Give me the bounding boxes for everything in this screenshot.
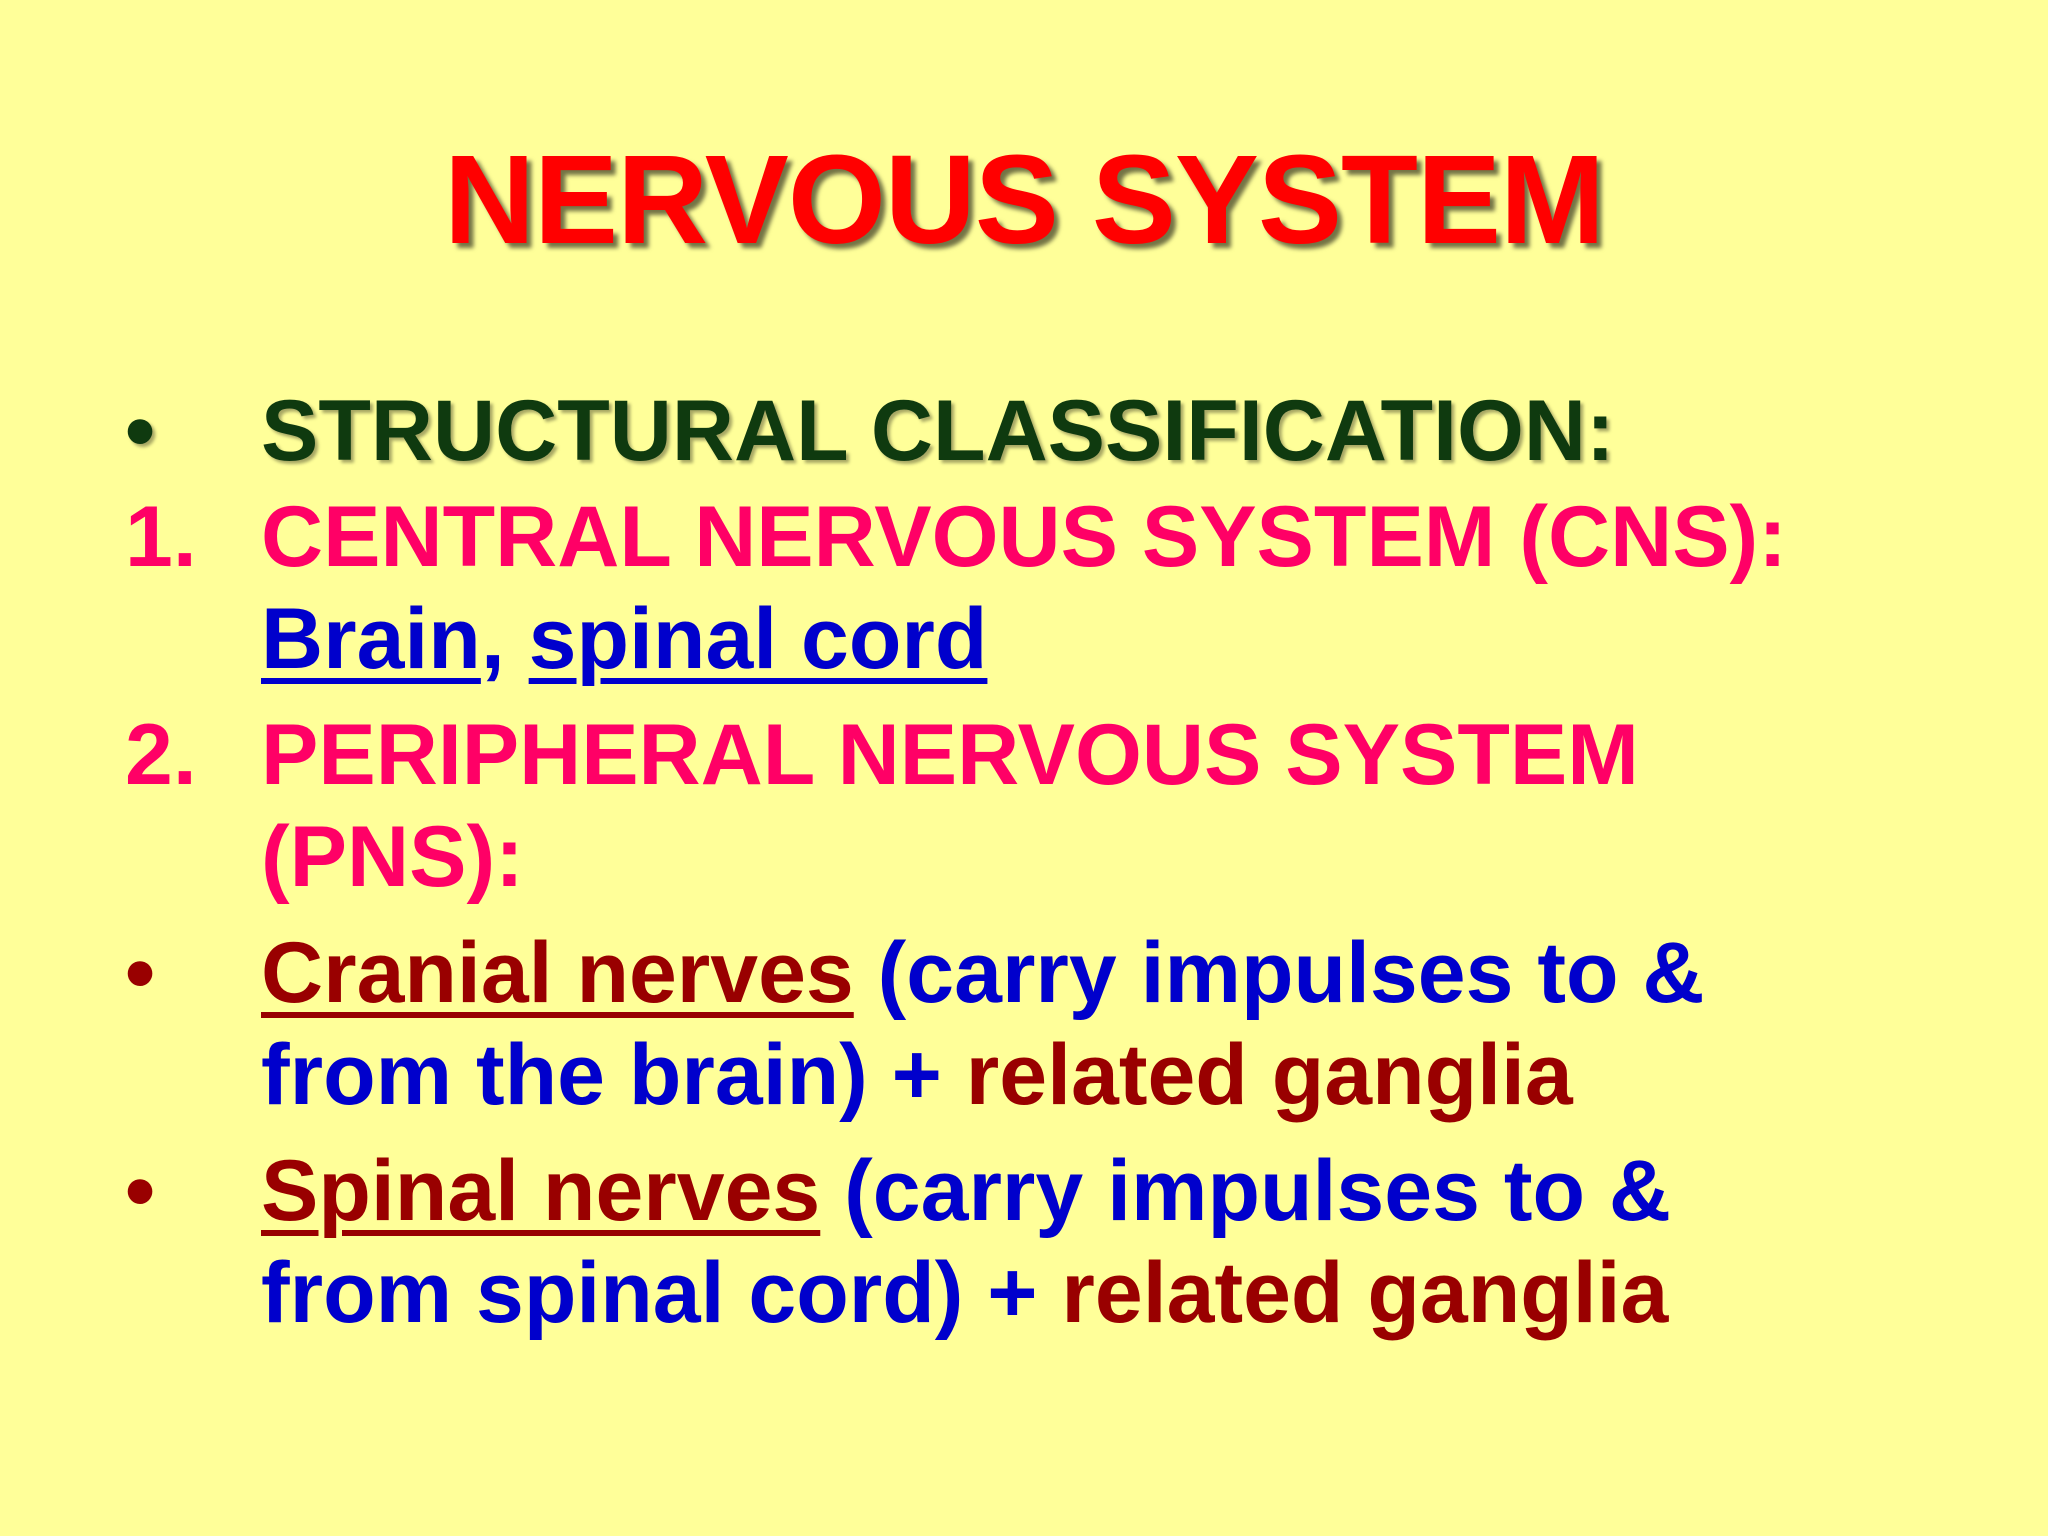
cranial-line2: from the brain) + related ganglia xyxy=(261,1024,2021,1126)
bullet-marker: • xyxy=(125,925,156,1021)
cranial-related-ganglia: related ganglia xyxy=(965,1027,1573,1123)
cns-examples: Brain, spinal cord xyxy=(261,588,2021,690)
bullet-marker: • xyxy=(125,383,156,479)
brain-link[interactable]: Brain xyxy=(261,591,481,687)
item-1-number: 1. xyxy=(125,489,197,585)
cranial-line1: Cranial nerves (carry impulses to & xyxy=(261,922,2021,1024)
slide-title: NERVOUS SYSTEM xyxy=(444,129,1605,270)
cns-label: CENTRAL NERVOUS SYSTEM (CNS): xyxy=(261,489,1787,585)
pns-label-line1: PERIPHERAL NERVOUS SYSTEM xyxy=(261,707,1639,803)
spinal-nerves-term[interactable]: Spinal nerves xyxy=(261,1143,821,1239)
spinal-cord-link[interactable]: spinal cord xyxy=(528,591,988,687)
cranial-desc-line1: (carry impulses to & xyxy=(853,925,1705,1021)
structural-classification-heading: STRUCTURAL CLASSIFICATION: xyxy=(261,383,1615,479)
spinal-related-ganglia: related ganglia xyxy=(1061,1245,1669,1341)
spinal-line1: Spinal nerves (carry impulses to & xyxy=(261,1140,2021,1242)
spinal-desc-line2: from spinal cord) + xyxy=(261,1245,1062,1341)
comma-separator: , xyxy=(480,591,505,687)
item-2-number: 2. xyxy=(125,707,197,803)
spinal-line2: from spinal cord) + related ganglia xyxy=(261,1242,2021,1344)
cranial-desc-line2: from the brain) + xyxy=(261,1027,966,1123)
cranial-nerves-term[interactable]: Cranial nerves xyxy=(261,925,854,1021)
bullet-marker: • xyxy=(125,1143,156,1239)
spinal-desc-line1: (carry impulses to & xyxy=(820,1143,1671,1239)
pns-label-line2: (PNS): xyxy=(261,809,524,905)
